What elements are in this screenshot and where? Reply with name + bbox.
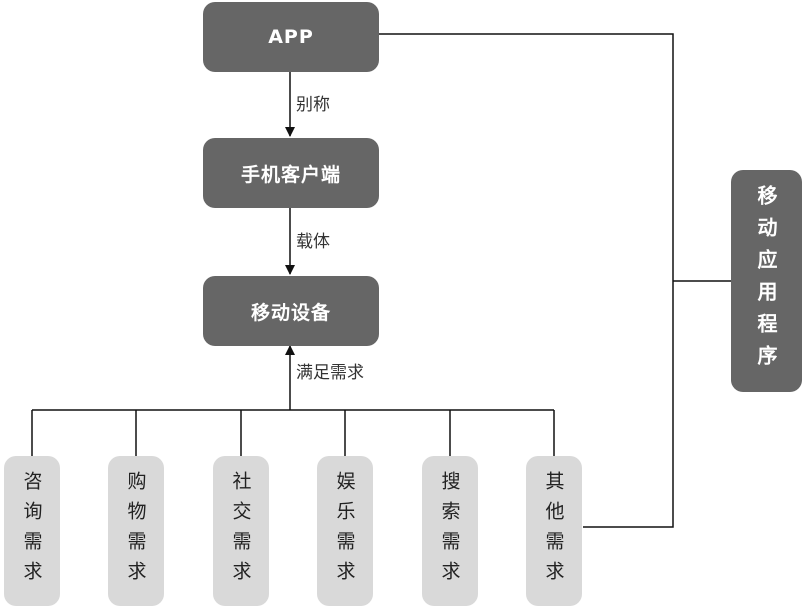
need-search: 搜索需求	[422, 456, 478, 606]
need-other: 其他需求	[526, 456, 582, 606]
meets-needs-label: 满足需求	[296, 363, 364, 383]
carrier-label: 载体	[296, 232, 330, 252]
device-node: 移动设备	[203, 276, 379, 346]
alias-label: 别称	[296, 95, 330, 115]
need-entertainment: 娱乐需求	[317, 456, 373, 606]
need-shopping: 购物需求	[108, 456, 164, 606]
need-consulting: 咨询需求	[4, 456, 60, 606]
mobile-app-program-node: 移动应用程序	[731, 170, 802, 392]
client-node: 手机客户端	[203, 138, 379, 208]
app-to-side-line	[378, 33, 674, 528]
app-node: APP	[203, 2, 379, 72]
need-social: 社交需求	[213, 456, 269, 606]
